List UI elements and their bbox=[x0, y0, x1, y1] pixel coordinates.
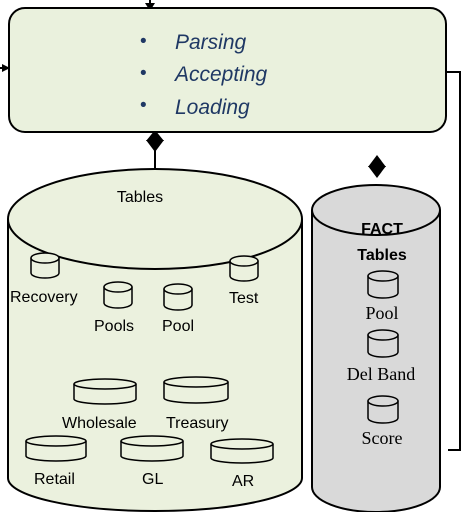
db-icon-pools bbox=[103, 281, 133, 309]
db-icon-wholesale bbox=[73, 378, 137, 405]
connector-process-to-fact-head-up bbox=[368, 155, 386, 167]
db-icon-pool bbox=[163, 283, 193, 311]
fact-db-top bbox=[311, 184, 441, 236]
staging-db-top bbox=[7, 168, 303, 270]
db-icon-fact-score bbox=[367, 395, 399, 424]
process-box: • Parsing • Accepting • Loading bbox=[8, 7, 447, 133]
fact-table-icons bbox=[367, 270, 399, 424]
db-icon-treasury bbox=[163, 376, 229, 404]
db-icon-ar bbox=[210, 438, 274, 464]
db-icon-fact-del-band bbox=[367, 329, 399, 358]
db-icon-recovery bbox=[30, 252, 60, 279]
db-icon-fact-pool bbox=[367, 270, 399, 299]
db-icon-gl bbox=[120, 435, 184, 462]
db-icon-test bbox=[229, 255, 259, 282]
right-return-line bbox=[446, 71, 461, 451]
db-icon-retail bbox=[25, 435, 87, 462]
process-box-rect bbox=[8, 7, 447, 133]
connector-process-to-staging-head-up bbox=[146, 130, 164, 141]
connector-process-to-fact-head-down bbox=[368, 166, 386, 178]
connectors bbox=[0, 0, 461, 451]
fact-db-body bbox=[311, 210, 441, 512]
staging-table-icons bbox=[25, 252, 274, 464]
connector-process-to-staging-head-down bbox=[146, 140, 164, 152]
